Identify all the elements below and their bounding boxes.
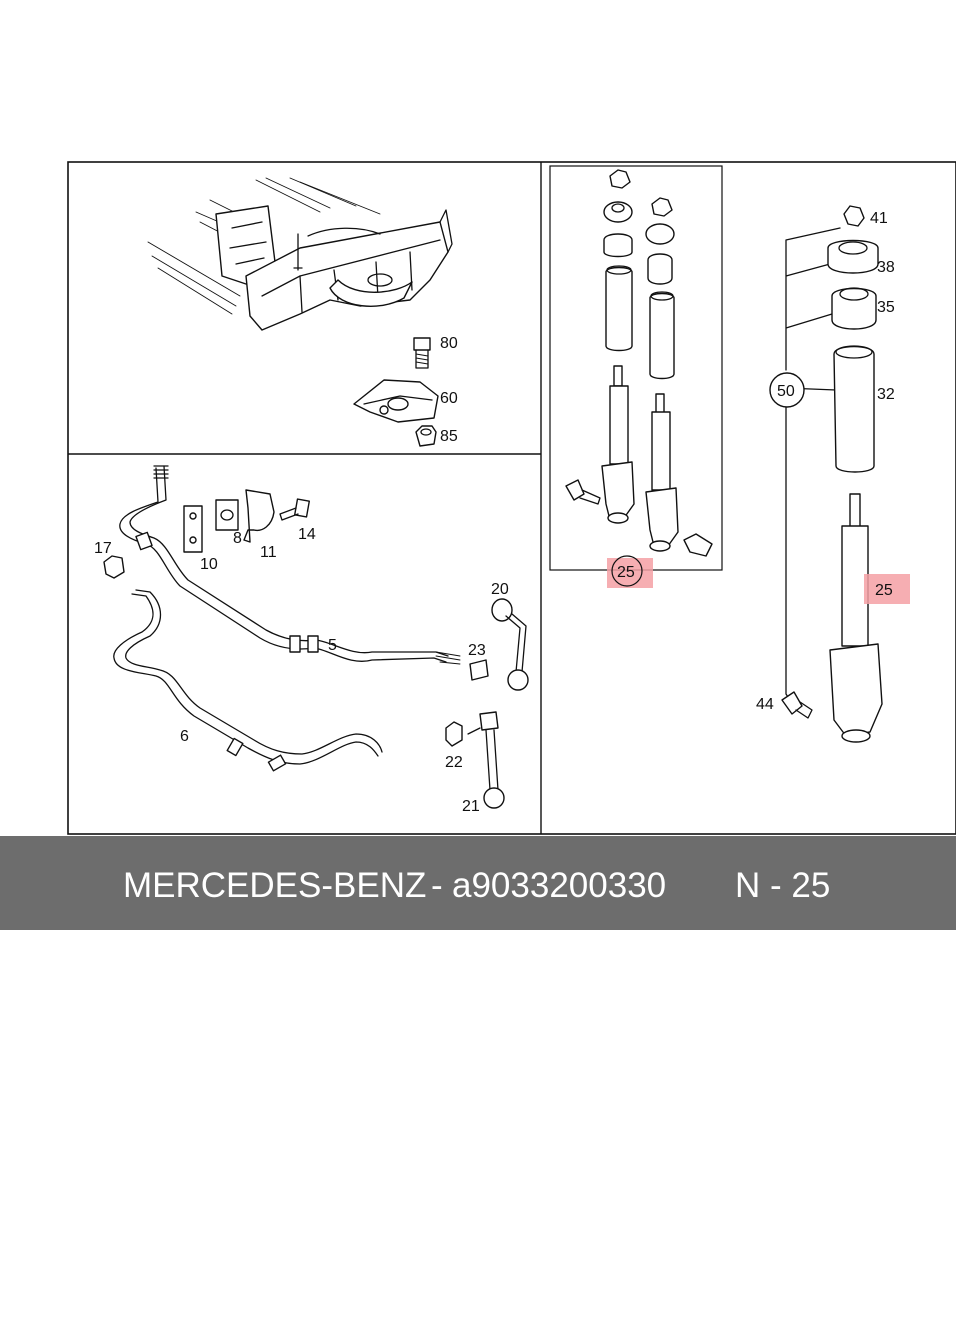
separator: -	[431, 866, 443, 905]
callout-38: 38	[877, 259, 895, 276]
nut-85-drawing	[415, 425, 437, 447]
callout-14: 14	[298, 526, 316, 543]
callout-44: 44	[756, 696, 774, 713]
circle-50	[769, 372, 805, 408]
strut-left-drawing	[601, 169, 635, 524]
callout-80: 80	[440, 335, 458, 352]
callout-11: 11	[260, 544, 277, 561]
mount-60-drawing	[353, 379, 439, 423]
nut-17-drawing	[103, 555, 125, 579]
strut-right-drawing	[645, 197, 713, 557]
callout-25-middle: 25	[617, 564, 635, 581]
callout-5: 5	[328, 637, 337, 654]
callout-41: 41	[870, 210, 888, 227]
part-number: a9033200330	[452, 866, 667, 905]
parts-diagram: 80 60 85 17 10 8 11 14 5 6 20 23 22 21 2…	[67, 161, 956, 835]
callout-85: 85	[440, 428, 458, 445]
link-20-drawing	[491, 598, 529, 691]
nut-22-drawing	[445, 721, 463, 747]
callout-60: 60	[440, 390, 458, 407]
stabilizer-bar-6-drawing	[113, 589, 383, 772]
callout-25-right: 25	[875, 582, 893, 599]
stabilizer-bar-5-drawing	[119, 465, 461, 665]
callout-20: 20	[491, 581, 509, 598]
callout-10: 10	[200, 556, 218, 573]
callout-6: 6	[180, 728, 189, 745]
callout-21: 21	[462, 798, 480, 815]
highlight-25-right	[864, 574, 910, 604]
strut-exploded-drawing	[781, 205, 883, 743]
callout-35: 35	[877, 299, 895, 316]
circle-25-middle	[611, 555, 643, 587]
crossmember-drawing	[147, 177, 453, 331]
footer-caption: MERCEDES-BENZ - a9033200330 N - 25	[0, 836, 956, 930]
panel-frames	[67, 161, 956, 835]
bracket-10-drawing	[183, 505, 203, 553]
bolt-80-drawing	[413, 337, 431, 369]
clamp-11-drawing	[243, 489, 275, 543]
footer-bar	[0, 836, 956, 930]
callout-22: 22	[445, 754, 463, 771]
link-21-drawing	[467, 711, 505, 809]
bushing-8-drawing	[215, 499, 239, 531]
callout-32: 32	[877, 386, 895, 403]
callout-23: 23	[468, 642, 486, 659]
bushing-23-drawing	[469, 659, 489, 681]
callout-8: 8	[233, 530, 242, 547]
callout-17: 17	[94, 540, 112, 557]
reference-label: N - 25	[735, 866, 831, 905]
bolt-14-drawing	[279, 498, 310, 521]
bolt-left-drawing	[565, 479, 601, 505]
callout-50: 50	[777, 383, 795, 400]
brand-name: MERCEDES-BENZ	[123, 866, 427, 905]
